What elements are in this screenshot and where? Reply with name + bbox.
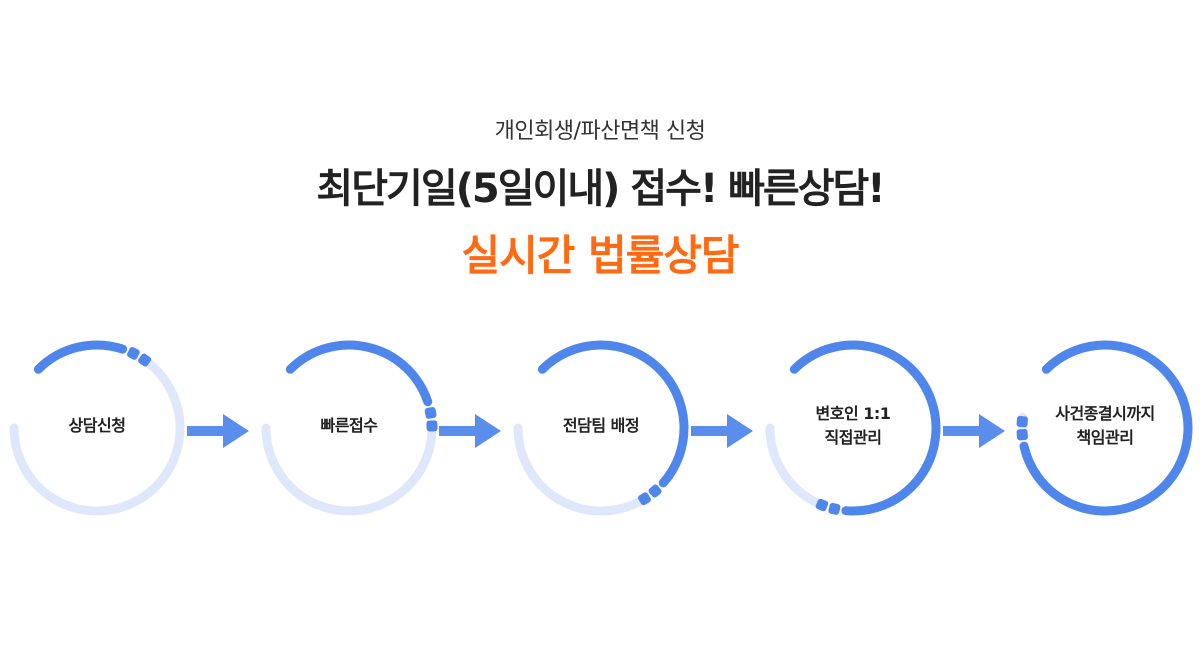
progress-track [513,423,646,516]
progress-dot [424,407,437,419]
progress-dot [1016,428,1028,441]
page-subtitle: 개인회생/파산면책 신청 [494,119,706,144]
progress-dot [815,498,829,512]
arrow-right-icon [943,414,1005,448]
step-label: 변호인 1:1 직접관리 [778,402,928,450]
arrow-right-icon [187,414,249,448]
step-label-line1: 사건종결시까지 [1055,404,1155,423]
progress-dot [1016,415,1028,428]
step-label-line1: 빠른접수 [320,416,378,435]
progress-dot [138,353,152,367]
step-label-line1: 전담팀 배정 [562,416,640,435]
progress-dot [127,347,140,360]
accent-headline: 실시간 법률상담 [461,231,739,280]
progress-dot [648,484,662,498]
progress-track [9,358,185,516]
step-label-line2: 직접관리 [824,428,882,447]
step-label: 빠른접수 [274,414,424,438]
page-title: 최단기일(5일이내) 접수! 빠른상담! [316,166,885,212]
step-label: 상담신청 [22,414,172,438]
step-label-line1: 변호인 1:1 [815,404,891,423]
progress-arc [285,340,433,407]
step-label-line2: 책임관리 [1076,428,1134,447]
arrow-right-icon [691,414,753,448]
progress-dot [828,502,841,515]
progress-dot [426,420,438,432]
progress-arc [789,340,941,516]
progress-arc [537,340,689,488]
progress-track [765,423,823,508]
arrow-right-icon [439,414,501,448]
step-label-line1: 상담신청 [68,416,126,435]
progress-track [261,423,437,516]
process-steps [9,340,1193,516]
progress-arc [1019,340,1193,516]
step-label: 전담팀 배정 [526,414,676,438]
progress-arc [33,340,128,374]
progress-dot [638,492,651,506]
